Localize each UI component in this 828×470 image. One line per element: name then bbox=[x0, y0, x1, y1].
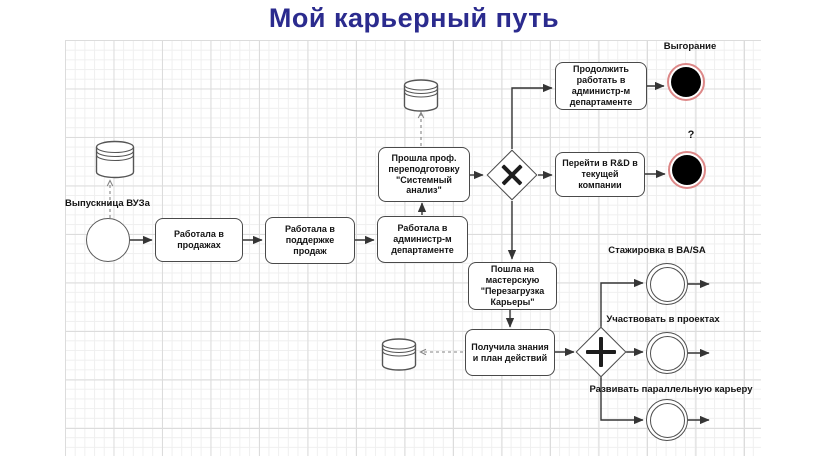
intermediate-event-parallel-career bbox=[646, 399, 688, 441]
end-event-burnout-label: Выгорание bbox=[663, 41, 717, 52]
intermediate-event-internship bbox=[646, 263, 688, 305]
intermediate-event-projects bbox=[646, 332, 688, 374]
task-knowledge-plan: Получила знания и план действий bbox=[465, 329, 555, 376]
data-store-icon bbox=[95, 140, 135, 179]
intermediate-projects-label: Участвовать в проектах bbox=[606, 314, 720, 325]
task-stay-admin: Продолжить работать в администр-м департ… bbox=[555, 62, 647, 110]
x-mark-icon bbox=[499, 162, 525, 188]
plus-mark-icon bbox=[586, 337, 616, 367]
intermediate-parallel-career-label: Развивать параллельную карьеру bbox=[589, 384, 753, 395]
start-event bbox=[86, 218, 130, 262]
start-event-label: Выпускница ВУЗа bbox=[65, 198, 150, 209]
intermediate-internship-label: Стажировка в BA/SA bbox=[608, 245, 706, 256]
task-sales: Работала в продажах bbox=[155, 218, 243, 262]
task-sales-support: Работала в поддержке продаж bbox=[265, 217, 355, 264]
data-store-icon bbox=[381, 338, 417, 371]
page-title: Мой карьерный путь bbox=[268, 3, 560, 33]
task-retraining: Прошла проф. переподготовку "Системный а… bbox=[378, 147, 470, 202]
end-event-question bbox=[668, 151, 706, 189]
task-workshop: Пошла на мастерскую "Перезагрузка Карьер… bbox=[468, 262, 557, 310]
data-store-icon bbox=[403, 79, 439, 112]
task-move-rnd: Перейти в R&D в текущей компании bbox=[555, 152, 645, 197]
end-event-question-label: ? bbox=[687, 129, 695, 141]
end-event-burnout bbox=[667, 63, 705, 101]
task-admin-dept: Работала в администр-м департаменте bbox=[377, 216, 468, 263]
